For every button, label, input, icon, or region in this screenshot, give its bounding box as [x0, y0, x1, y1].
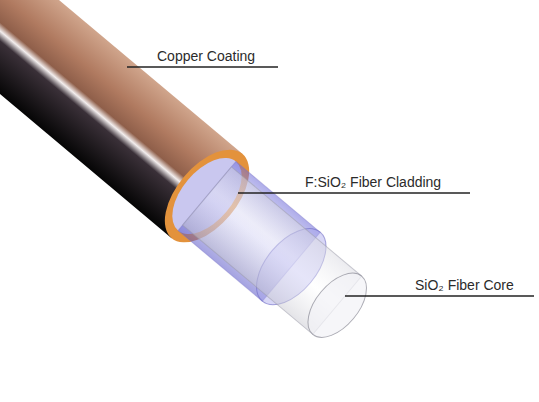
leader-line	[238, 192, 470, 194]
part-label: F:SiO₂ Fiber Cladding	[305, 174, 441, 191]
part-label: Copper Coating	[157, 48, 255, 65]
core-end	[297, 263, 378, 348]
leader-line	[345, 295, 534, 297]
part-label: SiO₂ Fiber Core	[415, 277, 514, 294]
leader-line	[127, 66, 278, 68]
